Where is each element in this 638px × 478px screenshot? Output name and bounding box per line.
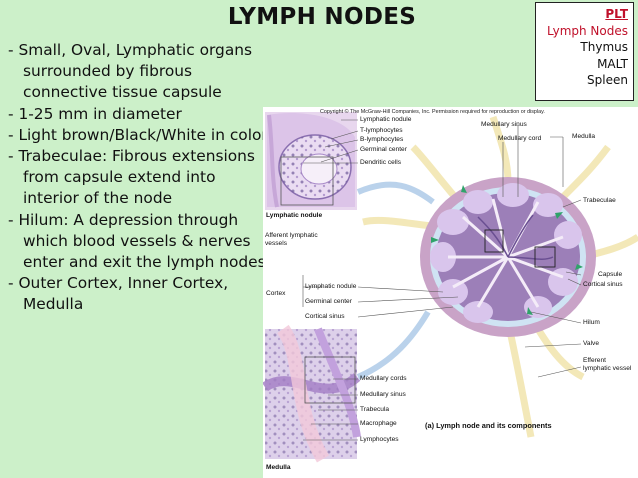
label-medullary-cord: Medullary cord (498, 135, 542, 142)
label-medullary-cords: Medullary cords (360, 375, 407, 382)
bullet-item: - 1-25 mm in diameter (8, 104, 182, 123)
flow-arrows (431, 185, 583, 315)
label-dendritic-cells: Dendritic cells (360, 159, 402, 166)
label-medulla: Medulla (572, 133, 596, 140)
bullet-item: - Outer Cortex, Inner Cortex, Medulla (8, 274, 229, 314)
label-medullary-sinus: Medullary sinus (481, 121, 527, 128)
nav-item-spleen[interactable]: Spleen (587, 73, 628, 87)
panel-title-lymphatic-nodule: Lymphatic nodule (266, 212, 323, 219)
nav-heading[interactable]: PLT (605, 7, 628, 21)
label-cortical-sinus-right: Cortical sinus (583, 281, 623, 288)
lymph-node-body (420, 177, 596, 337)
label-afferent-vessels: Afferent lymphatic vessels (265, 232, 318, 247)
label-lymphatic-nodule-mid: Lymphatic nodule (305, 283, 357, 290)
label-capsule: Capsule (598, 271, 623, 278)
label-trabecula: Trabecula (360, 406, 390, 413)
label-germinal-center-mid: Germinal center (305, 298, 352, 305)
label-lymphocytes: Lymphocytes (360, 436, 399, 443)
label-hilum: Hilum (583, 319, 600, 326)
bullet-list: - Small, Oval, Lymphatic organs surround… (8, 40, 270, 316)
bullet-item: - Light brown/Black/White in color (8, 125, 268, 144)
bullet-item: - Hilum: A depression through which bloo… (8, 210, 266, 272)
label-cortical-sinus-mid: Cortical sinus (305, 313, 345, 320)
nav-item-thymus[interactable]: Thymus (580, 40, 628, 54)
label-b-lymphocytes: B-lymphocytes (360, 136, 404, 143)
nav-item-malt[interactable]: MALT (597, 56, 628, 71)
label-germinal-center: Germinal center (360, 146, 407, 153)
copyright-notice: Copyright © The McGraw-Hill Companies, I… (320, 109, 545, 115)
label-lymphatic-nodule: Lymphatic nodule (360, 116, 412, 123)
inset-arrow-top (356, 181, 435, 205)
lymphatic-nodule-inset (265, 112, 357, 210)
figure-caption: (a) Lymph node and its components (425, 421, 552, 430)
slide-title: LYMPH NODES (227, 4, 417, 30)
panel-title-medulla: Medulla (266, 464, 291, 471)
inset-arrow-bottom (356, 310, 431, 380)
lymph-node-illustration (263, 112, 638, 463)
medulla-inset (263, 324, 361, 463)
lymph-node-figure: Copyright © The McGraw-Hill Companies, I… (263, 107, 638, 478)
label-efferent-vessel: Efferent lymphatic vessel (583, 357, 632, 372)
label-leader-lines (302, 119, 582, 441)
label-trabeculae: Trabeculae (583, 197, 616, 204)
bullet-item: - Trabeculae: Fibrous extensions from ca… (8, 147, 255, 208)
bullet-item: - Small, Oval, Lymphatic organs surround… (8, 41, 253, 102)
label-medullary-sinus-bottom: Medullary sinus (360, 391, 406, 398)
label-cortex: Cortex (266, 290, 286, 297)
label-t-lymphocytes: T-lymphocytes (360, 127, 403, 134)
label-valve: Valve (583, 340, 600, 347)
nav-item-lymph-nodes[interactable]: Lymph Nodes (547, 23, 628, 38)
label-macrophage: Macrophage (360, 420, 397, 427)
topic-nav-box: PLT Lymph Nodes Thymus MALT Spleen (535, 2, 634, 101)
